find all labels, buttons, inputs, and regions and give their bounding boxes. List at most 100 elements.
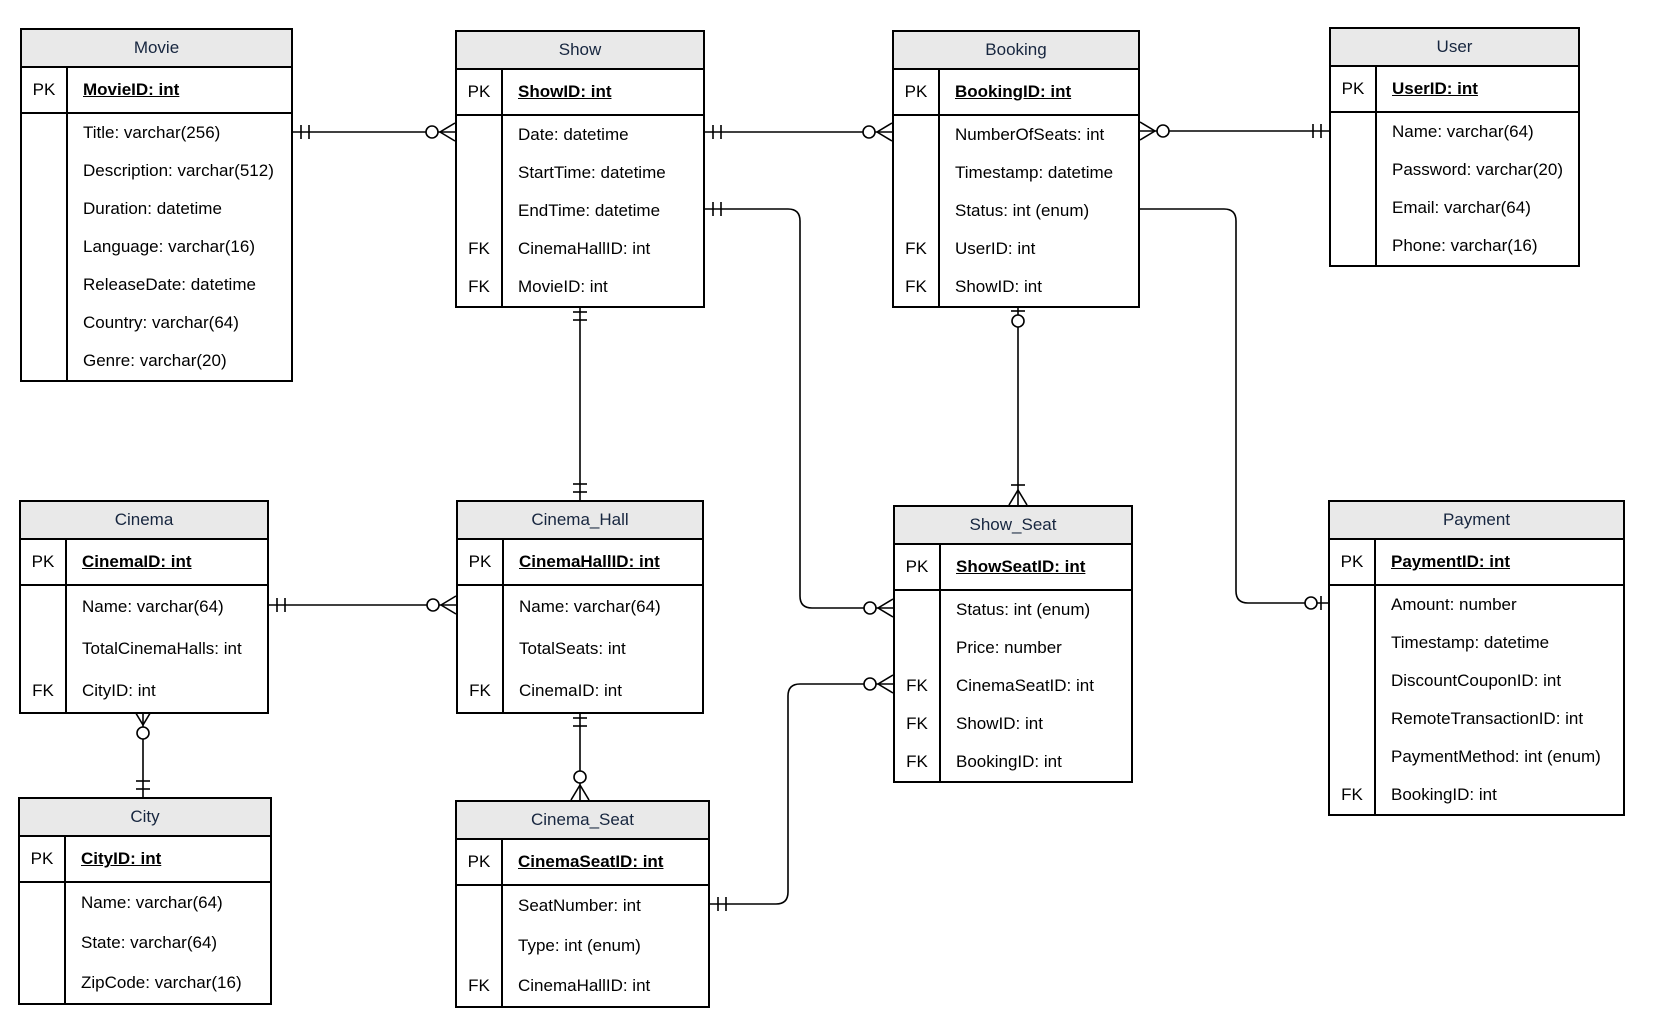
- pk-key-label: PK: [894, 70, 940, 114]
- attribute-row: Duration: datetime: [22, 190, 291, 228]
- attribute-row: ZipCode: varchar(16): [20, 963, 270, 1003]
- entity-title-text: Payment: [1442, 510, 1511, 529]
- key-cell-empty: [1330, 662, 1376, 700]
- fk-key-label: FK: [457, 268, 503, 306]
- key-cell-empty: [1330, 624, 1376, 662]
- relationship-line[interactable]: [710, 683, 893, 905]
- cardinality-many-icon: [876, 131, 893, 142]
- attribute-label: Genre: varchar(20): [83, 351, 227, 370]
- pk-key-label: PK: [1330, 540, 1376, 584]
- key-cell-empty: [1331, 227, 1377, 265]
- attribute-row: Status: int (enum): [894, 192, 1138, 230]
- relationship-show-show_seat[interactable]: [705, 202, 894, 618]
- key-cell-empty: [1331, 113, 1377, 151]
- relationship-cinema_hall-cinema_seat[interactable]: [570, 710, 590, 801]
- cardinality-many-icon: [439, 131, 456, 142]
- relationship-cinema-city[interactable]: [133, 709, 153, 797]
- attribute-label: Date: datetime: [518, 125, 629, 144]
- pk-row: PK PaymentID: int: [1330, 540, 1623, 586]
- attribute-row: DiscountCouponID: int: [1330, 662, 1623, 700]
- relationship-booking-payment[interactable]: [1140, 208, 1328, 610]
- key-cell-empty: [20, 883, 66, 923]
- entity-title: Payment: [1330, 502, 1623, 540]
- entity-title-text: Show_Seat: [969, 515, 1057, 534]
- cardinality-zero-icon: [426, 598, 440, 612]
- entity-title: User: [1331, 29, 1578, 67]
- attribute-row: Phone: varchar(16): [1331, 227, 1578, 265]
- entity-title: Show_Seat: [895, 507, 1131, 545]
- pk-key-label: PK: [457, 70, 503, 114]
- pk-attribute: MovieID: int: [83, 80, 180, 99]
- attribute-row: FK CinemaID: int: [458, 670, 702, 712]
- attribute-label: BookingID: int: [956, 752, 1062, 771]
- attribute-row: TotalSeats: int: [458, 628, 702, 670]
- relationship-cinema_seat-show_seat[interactable]: [710, 674, 894, 911]
- attribute-label: BookingID: int: [1391, 785, 1497, 804]
- key-cell-empty: [458, 628, 504, 670]
- attribute-label: CinemaID: int: [519, 681, 622, 700]
- key-cell-empty: [1330, 586, 1376, 624]
- fk-key-label: FK: [458, 670, 504, 712]
- attribute-row: Timestamp: datetime: [1330, 624, 1623, 662]
- attribute-label: Name: varchar(64): [81, 893, 223, 912]
- key-cell-empty: [22, 190, 68, 228]
- relationship-line[interactable]: [705, 208, 893, 609]
- cardinality-zero-icon: [1156, 124, 1170, 138]
- fk-key-label: FK: [894, 268, 940, 306]
- attribute-row: Date: datetime: [457, 116, 703, 154]
- relationship-booking-user[interactable]: [1139, 121, 1329, 141]
- cardinality-zero-icon: [862, 125, 876, 139]
- relationship-cinema-cinema_hall[interactable]: [269, 595, 457, 615]
- pk-attribute: CinemaSeatID: int: [518, 852, 664, 871]
- pk-attribute: PaymentID: int: [1391, 552, 1511, 571]
- attribute-row: Type: int (enum): [457, 926, 708, 966]
- key-cell-empty: [22, 342, 68, 380]
- key-cell-empty: [895, 591, 941, 629]
- entity-title-text: User: [1436, 37, 1473, 56]
- relationship-show-cinema_hall[interactable]: [573, 304, 587, 500]
- attribute-label: Amount: number: [1391, 595, 1517, 614]
- pk-attribute: CinemaHallID: int: [519, 552, 660, 571]
- key-cell-empty: [457, 926, 503, 966]
- attribute-row: Password: varchar(20): [1331, 151, 1578, 189]
- attribute-row: Name: varchar(64): [1331, 113, 1578, 151]
- key-cell-empty: [894, 192, 940, 230]
- cardinality-many-icon: [1139, 130, 1156, 141]
- entity-title-text: Booking: [985, 40, 1047, 59]
- cardinality-many-icon: [877, 683, 894, 694]
- cardinality-many-icon: [1139, 121, 1156, 132]
- entity-title: Cinema_Hall: [458, 502, 702, 540]
- cardinality-many-icon: [439, 122, 456, 133]
- relationship-movie-show[interactable]: [293, 122, 456, 142]
- relationship-show-booking[interactable]: [705, 122, 893, 142]
- cardinality-many-icon: [1017, 489, 1028, 506]
- attribute-label: Duration: datetime: [83, 199, 222, 218]
- attribute-label: TotalCinemaHalls: int: [82, 639, 242, 658]
- attribute-label: UserID: int: [955, 239, 1036, 258]
- relationship-booking-show_seat[interactable]: [1008, 304, 1028, 506]
- relationship-line[interactable]: [1140, 208, 1328, 604]
- attribute-row: Country: varchar(64): [22, 304, 291, 342]
- attribute-label: Timestamp: datetime: [955, 163, 1114, 182]
- attribute-label: StartTime: datetime: [518, 163, 666, 182]
- attribute-row: Name: varchar(64): [21, 586, 267, 628]
- key-cell-empty: [22, 152, 68, 190]
- key-cell-empty: [894, 154, 940, 192]
- entity-title-text: Movie: [133, 38, 180, 57]
